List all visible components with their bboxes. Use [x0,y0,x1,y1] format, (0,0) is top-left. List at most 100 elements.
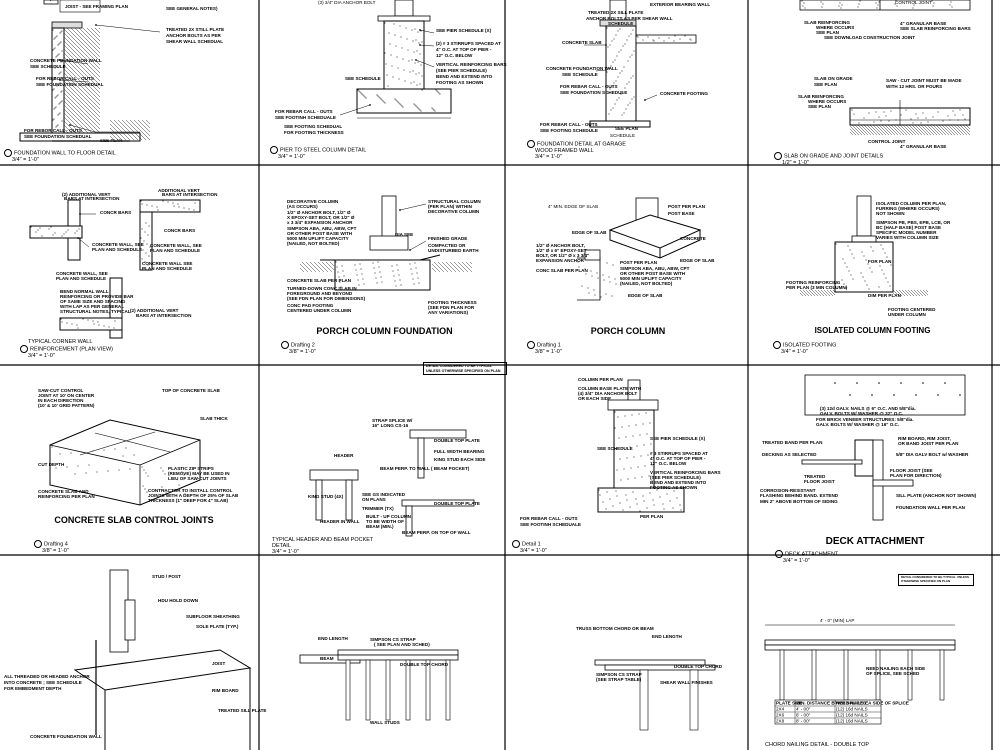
callout-label: FULL WIDTH BEARING [434,449,485,454]
concrete-aggregate [377,95,379,97]
callout-label: SILL PLATE (ANCHOR NOT SHOWN) [896,493,977,498]
concrete-aggregate [620,93,622,95]
concrete-aggregate [639,434,641,436]
callout-label: PLAN AND SCHEDULE [56,276,106,281]
hatch-line [431,267,437,273]
caption-text-2: REINFORCEMENT (PLAN VIEW) [30,346,114,353]
concrete-aggregate [122,455,124,457]
hatch-line [950,124,962,136]
concrete-aggregate [143,469,145,471]
concrete-aggregate [54,37,56,39]
callout-label: GALV. BOLTS W/ WASHER @ 32" O.C. [820,411,903,416]
callout-label: 4" GRANULAR BASE [900,21,946,26]
concrete-aggregate [141,228,143,230]
concrete-aggregate [673,40,675,42]
callout-label: OR OTHER POST BASE WITH [287,231,353,236]
callout-label: CONCRETE WALL, SEE [56,271,108,276]
concrete-aggregate [395,285,397,287]
caption-drafting-4: Drafting 4 3/8" = 1'-0" [34,540,69,554]
hatch-line [82,27,101,46]
callout-label: STRAP SPLICE W/ [372,418,413,423]
hatch-line [63,28,101,66]
concrete-aggregate [392,270,394,272]
hatch-line [863,124,875,136]
concrete-aggregate [642,495,644,497]
concrete-aggregate [436,90,438,92]
callout-label: 5/8" DIA GALV BOLT w/ WASHER [896,452,969,457]
callout-label: SEE FOUNDATION SCHEDULE [560,90,627,95]
callout-label: CONCRETE FOUNDATION WALL [546,66,618,71]
caption-scale: 3/4" = 1'-0" [520,548,547,554]
concrete-aggregate [397,101,399,103]
callout-label: (SEE PIER SCHEDULE) [650,475,701,480]
concrete-aggregate [399,25,401,27]
hatch-line [890,124,902,136]
concrete-aggregate [340,286,342,288]
concrete-aggregate [390,54,392,56]
concrete-aggregate [379,97,381,99]
hatch-line [817,289,825,297]
concrete-aggregate [609,281,611,283]
concrete-aggregate [634,477,636,479]
leader-dot [69,124,71,126]
concrete-aggregate [629,446,631,448]
callout-label: DIA SEE [395,232,413,237]
concrete-aggregate [71,323,73,325]
concrete-aggregate [74,473,76,475]
hatch-line [98,27,101,30]
concrete-aggregate [385,63,387,65]
concrete-aggregate [629,56,631,58]
callout-label: (AS OCCURS) [287,204,318,209]
concrete-aggregate [821,6,823,8]
concrete-aggregate [60,91,62,93]
concrete-aggregate [125,447,127,449]
callout-label: FOR FOOTING THICKNESS [284,130,344,135]
callout-label: SEE GENERAL NOTES) [0,0,52,1]
callout-label: POST PER PLAN [668,204,706,209]
caption-text: DECK ATTACHMENT [785,551,839,558]
leader-line [644,94,658,101]
concrete-aggregate [886,256,888,258]
concrete-aggregate [835,243,837,245]
concrete-aggregate [672,507,674,509]
concrete-aggregate [614,427,616,429]
callout-label: REINFORCING OR PROVIDE BAR [60,294,134,299]
hatch-line [63,100,97,134]
concrete-aggregate [822,3,824,5]
callout-label: RIM BOARD, RIM JOIST, [898,436,951,441]
leader-line [339,104,371,116]
concrete-aggregate [964,118,966,120]
table-cell: 2X6 [776,713,785,718]
footing [597,487,685,513]
concrete-aggregate [384,22,386,24]
callout-label: EXPANSION ANCHOR [536,258,585,263]
table-cell: 6' - 00" [796,713,811,718]
concrete-aggregate [434,110,436,112]
concrete-aggregate [875,111,877,113]
hatch-line [63,80,101,118]
concrete-aggregate [614,278,616,280]
concrete-aggregate [630,467,632,469]
foundation-wall-faces [104,668,251,750]
callout-label: 4" GRANULAR BASE [900,144,946,149]
concrete-aggregate [406,38,408,40]
callout-label: CONTRACTOR TO INSTALL CONTROL [148,488,233,493]
hatch-line [823,289,831,297]
concrete-aggregate [361,273,363,275]
concrete-aggregate [373,267,375,269]
concrete-aggregate [177,203,179,205]
caption-header-beam-pocket: TYPICAL HEADER AND BEAM POCKET DETAIL 3/… [272,537,373,555]
hatch-line [117,119,139,141]
concrete-aggregate [868,288,870,290]
caption-scale: 3/8" = 1'-0" [535,349,562,355]
concrete-aggregate [614,411,616,413]
concrete-aggregate [646,507,648,509]
caption-text: Detail 1 [522,541,541,548]
concrete-aggregate [52,89,54,91]
title-concrete-slab-control-joints: CONCRETE SLAB CONTROL JOINTS [54,515,214,525]
callout-label: SEE PIER SCHEDULE (X) [650,436,706,441]
drawing-line [49,444,141,466]
callout-label: SCHEDULE [608,21,633,26]
concrete-aggregate [55,467,57,469]
concrete-aggregate [863,117,865,119]
